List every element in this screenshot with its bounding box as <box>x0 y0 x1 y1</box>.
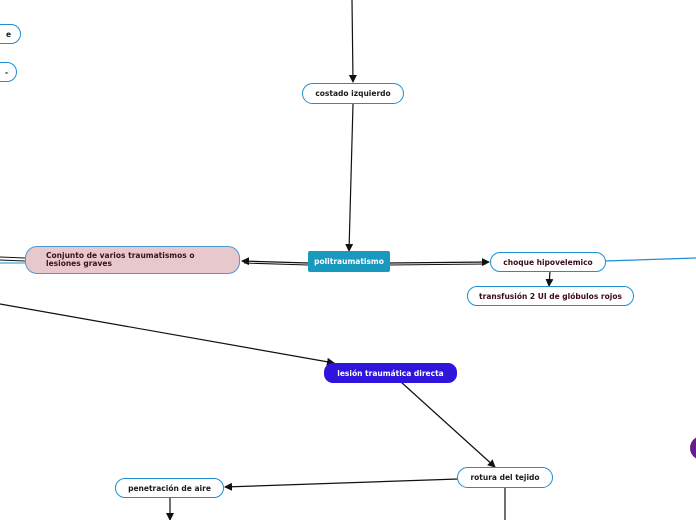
node-lesion-label: lesión traumática directa <box>337 368 444 378</box>
edge-lesion-to-rotura <box>400 381 496 468</box>
edge-left-into-definition-b <box>0 259 26 262</box>
node-penetracion-aire[interactable]: penetración de aire <box>115 478 224 498</box>
edge-rotura-to-penetracion <box>224 478 459 491</box>
edge-top-to-costado <box>348 0 357 83</box>
edge-root-to-choque <box>388 258 490 267</box>
node-definicion[interactable]: Conjunto de varios traumatismos o lesion… <box>25 246 240 274</box>
node-politraumatismo[interactable]: politraumatismo <box>308 251 390 272</box>
node-transfusion-label: transfusión 2 UI de glóbulos rojos <box>479 291 622 301</box>
node-rotura-tejido[interactable]: rotura del tejido <box>457 467 553 488</box>
edge-choque-to-transfusion <box>545 270 554 287</box>
node-penetracion-label: penetración de aire <box>128 483 211 493</box>
node-lesion-traumatica[interactable]: lesión traumática directa <box>324 363 457 383</box>
edge-root-to-definition <box>241 257 309 266</box>
node-choque-hipovelemico[interactable]: choque hipovelemico <box>490 252 606 272</box>
node-costado-izquierdo[interactable]: costado izquierdo <box>302 83 404 104</box>
edge-choque-to-right <box>604 257 696 262</box>
node-costado-label: costado izquierdo <box>315 89 391 98</box>
node-rotura-label: rotura del tejido <box>470 473 540 482</box>
node-definicion-label: Conjunto de varios traumatismos o lesion… <box>46 250 195 268</box>
node-transfusion[interactable]: transfusión 2 UI de glóbulos rojos <box>467 286 634 306</box>
edge-costado-to-root <box>345 103 354 252</box>
edge-left-into-definition-a <box>0 256 26 259</box>
edge-left-to-lesion <box>0 303 335 366</box>
offscreen-node-edge[interactable] <box>690 436 696 460</box>
node-choque-label: choque hipovelemico <box>503 257 593 267</box>
node-root-label: politraumatismo <box>314 257 384 266</box>
node-partial-top[interactable]: e <box>0 24 21 44</box>
edge-root-to-choque-second <box>388 263 487 266</box>
node-partial-top-label: e <box>5 29 12 39</box>
node-partial-mid-label: - <box>4 67 9 77</box>
node-partial-mid[interactable]: - <box>0 62 17 82</box>
edge-root-to-definition-second <box>243 262 309 266</box>
